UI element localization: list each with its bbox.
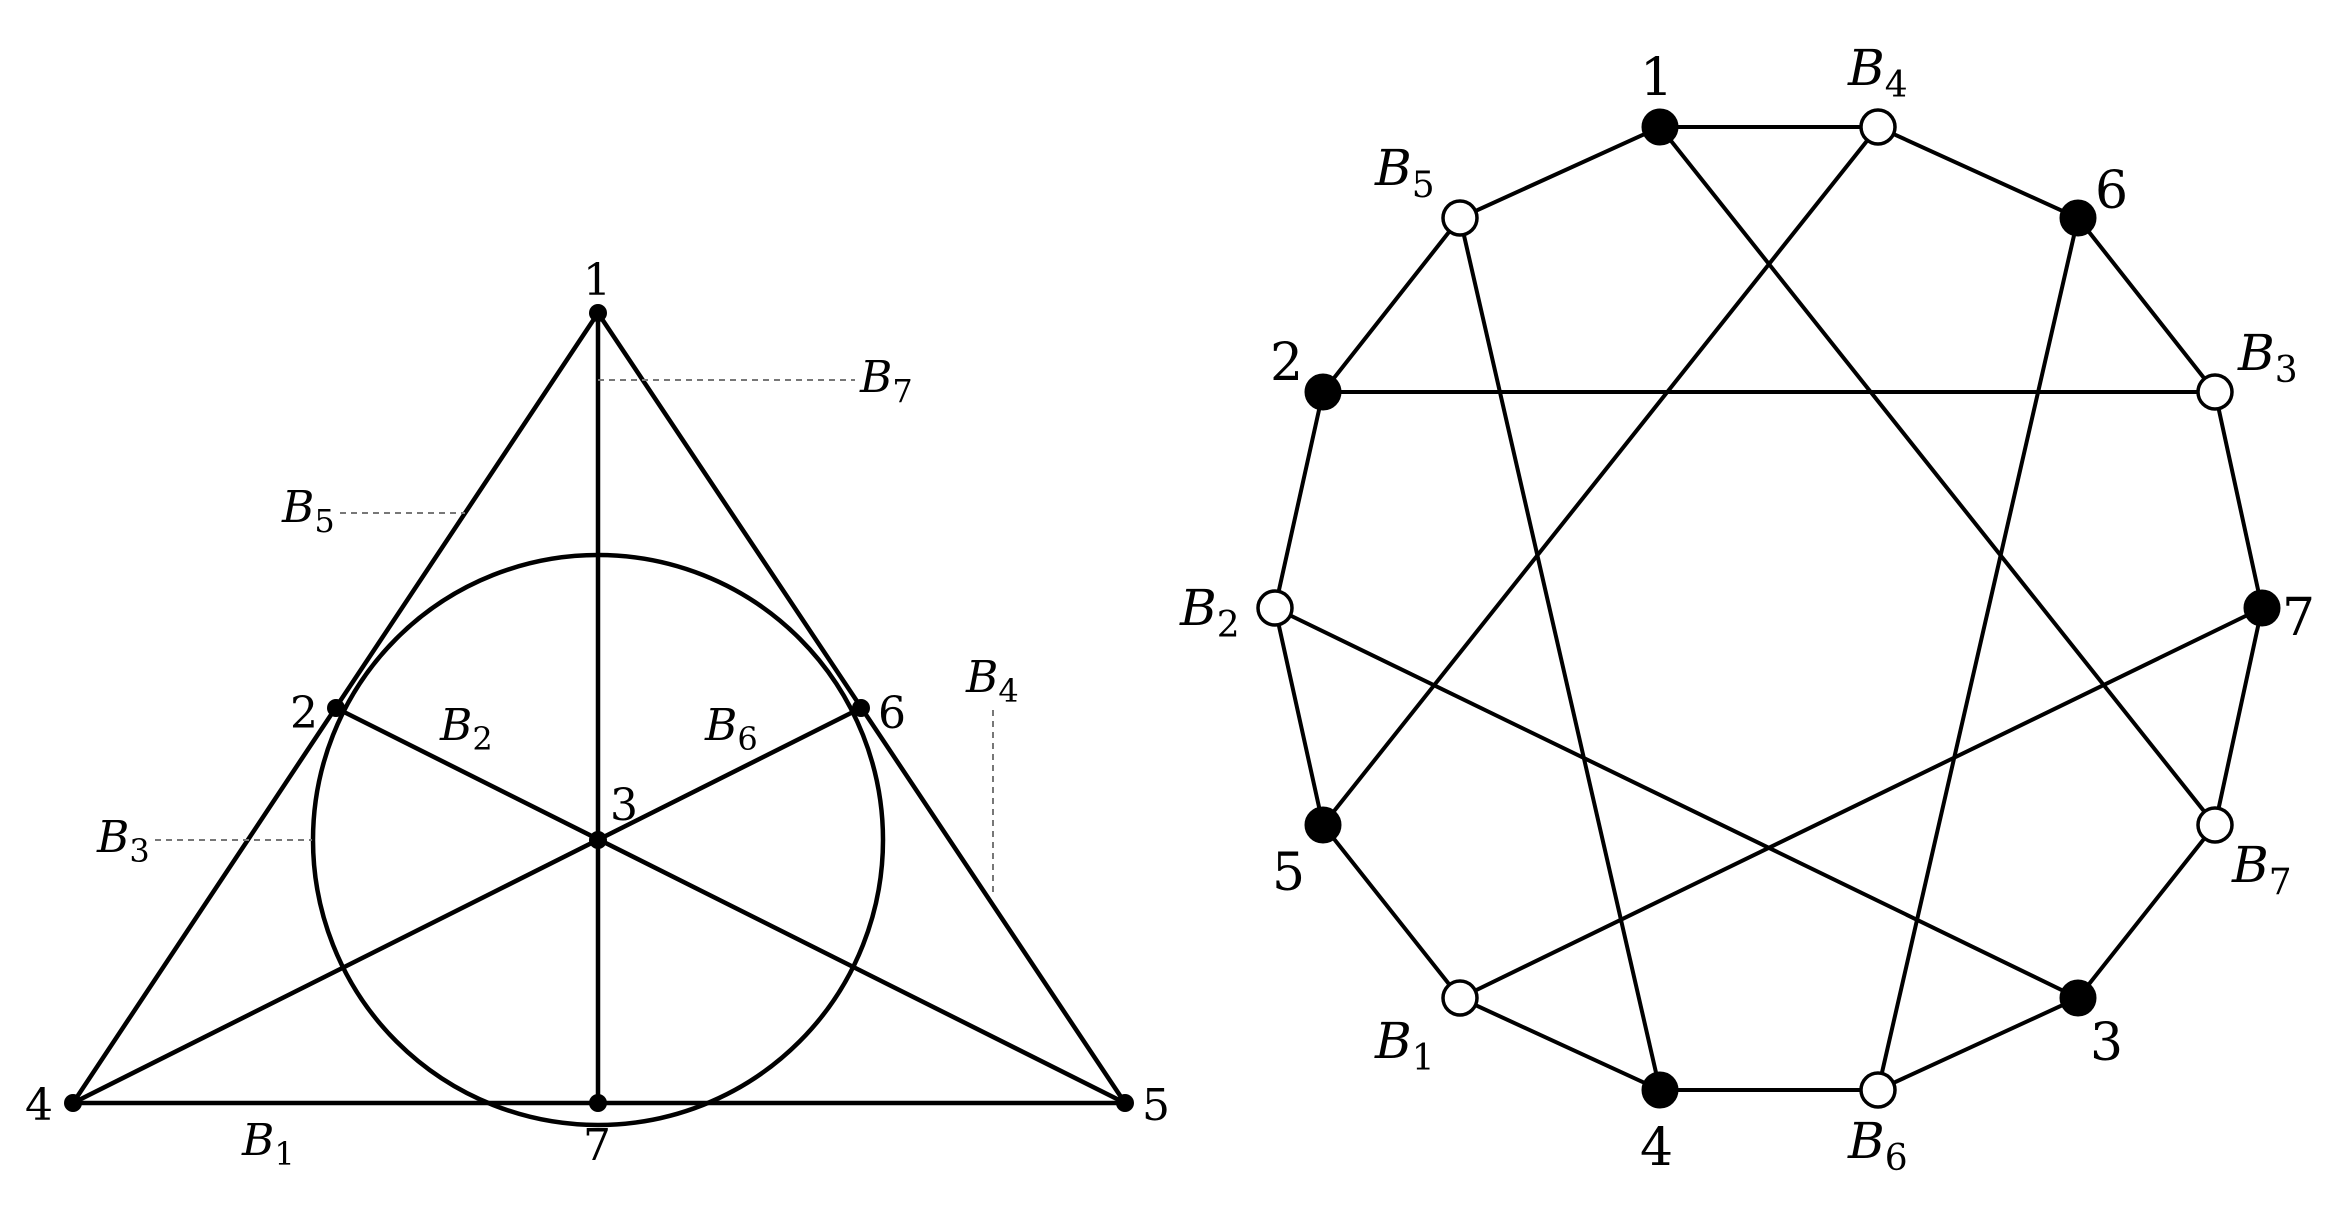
fano-point-labels: 1 2 3 4 5 6 7 <box>25 255 1170 1171</box>
block-label-B6: B6 <box>704 700 758 758</box>
graph-label-1: 1 <box>1640 48 1673 108</box>
graph-label-B1: B1 <box>1374 1012 1435 1079</box>
chord-3-B2 <box>1274 606 2079 1000</box>
graph-label-B7: B7 <box>2231 836 2292 903</box>
graph-node-B2 <box>1256 589 1294 627</box>
graph-node-B7 <box>2196 806 2234 844</box>
graph-label-5: 5 <box>1272 843 1305 903</box>
graph-point-labels: 1 6 7 3 4 5 2 <box>1270 48 2315 1178</box>
line-B3-circle <box>310 552 886 1128</box>
graph-label-B5: B5 <box>1374 139 1435 206</box>
block-label-B1: B1 <box>241 1115 295 1173</box>
graph-block-nodes <box>1256 108 2234 1109</box>
point-7-dot <box>589 1094 607 1112</box>
graph-node-B4 <box>1859 108 1897 146</box>
graph-label-B6: B6 <box>1847 1112 1908 1179</box>
line-B2 <box>334 705 1127 1106</box>
graph-label-2: 2 <box>1270 333 1303 393</box>
block-label-B5: B5 <box>281 482 335 540</box>
chord-6-B6 <box>1876 217 2080 1091</box>
fano-plane <box>71 311 1127 1128</box>
graph-node-5 <box>1304 806 1342 844</box>
graph-node-4 <box>1641 1071 1679 1109</box>
block-label-B3: B3 <box>96 812 150 870</box>
block-label-B7: B7 <box>859 352 913 410</box>
point-label-5: 5 <box>1142 1080 1170 1131</box>
graph-node-6 <box>2059 199 2097 237</box>
point-4-dot <box>64 1094 82 1112</box>
chord-4-B5 <box>1458 217 1662 1091</box>
point-1-dot <box>589 304 607 322</box>
graph-label-B4: B4 <box>1847 39 1908 106</box>
point-label-4: 4 <box>25 1080 53 1131</box>
point-label-3: 3 <box>610 780 638 831</box>
chord-1-B7 <box>1658 125 2217 827</box>
graph-block-labels: B4 B3 B7 B6 B1 B2 B5 <box>1179 39 2298 1179</box>
block-label-B4: B4 <box>965 652 1019 710</box>
graph-node-B5 <box>1441 199 1479 237</box>
graph-label-7: 7 <box>2282 588 2315 648</box>
graph-node-B3 <box>2196 373 2234 411</box>
point-3-dot <box>589 831 607 849</box>
point-5-dot <box>1116 1094 1134 1112</box>
chord-7-B1 <box>1459 606 2263 1000</box>
outer-cycle <box>1272 125 2265 1092</box>
graph-node-1 <box>1641 108 1679 146</box>
graph-label-B3: B3 <box>2237 324 2298 391</box>
fano-points <box>64 304 1134 1112</box>
graph-node-2 <box>1304 373 1342 411</box>
graph-point-nodes <box>1304 108 2281 1109</box>
graph-label-B2: B2 <box>1179 579 1240 646</box>
line-B6 <box>71 705 863 1106</box>
point-6-dot <box>852 699 870 717</box>
graph-node-B1 <box>1441 979 1479 1017</box>
point-2-dot <box>327 699 345 717</box>
graph-label-4: 4 <box>1640 1118 1673 1178</box>
block-label-B2: B2 <box>439 700 493 758</box>
incidence-graph <box>1272 125 2265 1092</box>
graph-node-7 <box>2243 589 2281 627</box>
point-label-2: 2 <box>290 688 318 739</box>
fano-block-labels: B7 B5 B4 B2 B6 B3 B1 <box>96 352 1019 1173</box>
leader-lines <box>155 379 994 895</box>
chord-B4-5 <box>1321 125 1880 827</box>
point-label-1: 1 <box>583 255 611 306</box>
point-label-7: 7 <box>583 1120 611 1171</box>
graph-node-3 <box>2059 979 2097 1017</box>
graph-label-3: 3 <box>2090 1013 2123 1073</box>
point-label-6: 6 <box>878 688 906 739</box>
graph-label-6: 6 <box>2095 161 2128 221</box>
graph-node-B6 <box>1859 1071 1897 1109</box>
